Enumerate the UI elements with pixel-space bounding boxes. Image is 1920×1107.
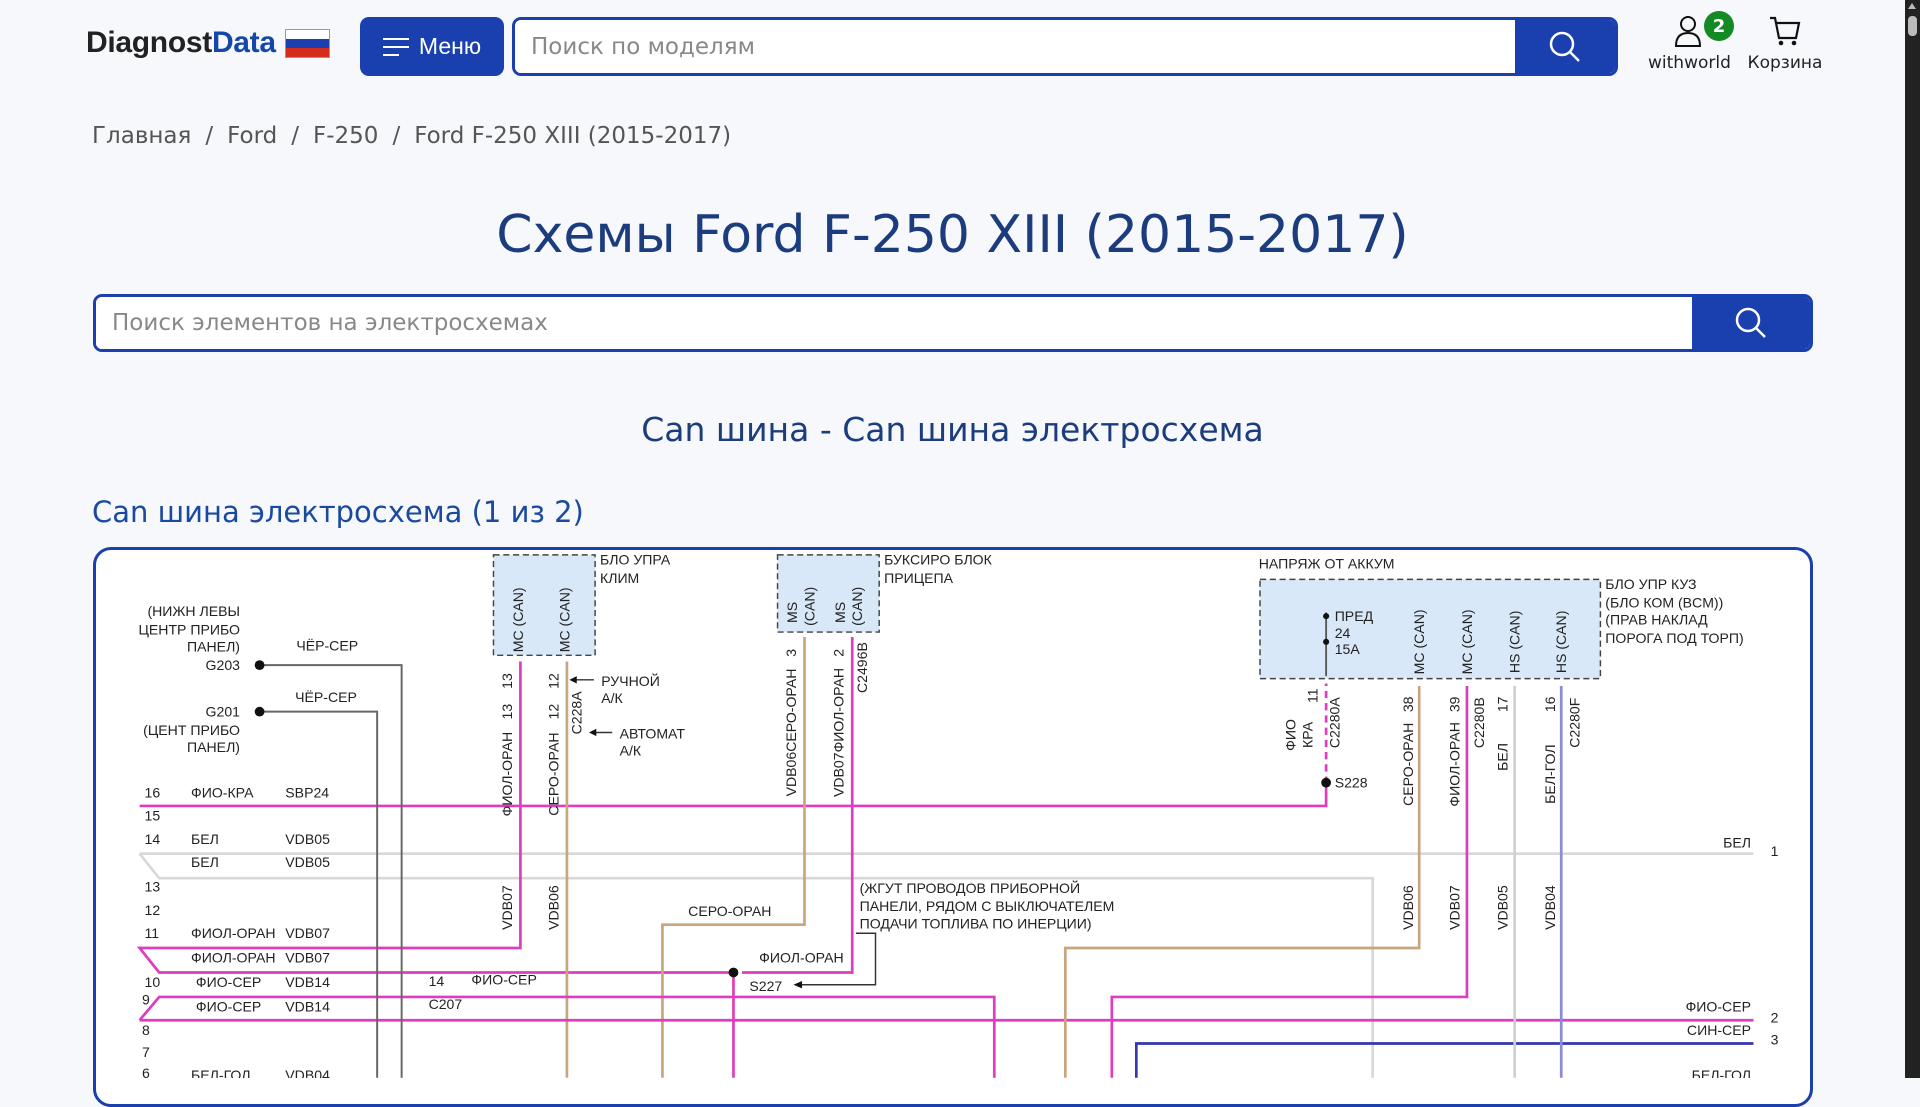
user-account[interactable]: withworld [1648, 14, 1731, 73]
user-icon [1674, 16, 1702, 47]
scroll-up-icon[interactable] [1908, 3, 1916, 9]
hamburger-icon [382, 37, 409, 56]
breadcrumb-separator: / [205, 123, 214, 149]
element-search-button[interactable] [1692, 297, 1810, 349]
breadcrumb-home[interactable]: Главная [92, 123, 192, 149]
menu-button[interactable]: Меню [360, 17, 504, 76]
search-icon [1735, 307, 1766, 338]
model-search [512, 17, 1618, 76]
scrollbar[interactable] [1905, 0, 1920, 1078]
breadcrumb-separator: / [291, 123, 299, 149]
breadcrumb-current[interactable]: Ford F-250 XIII (2015-2017) [414, 123, 732, 149]
search-icon [1549, 31, 1580, 62]
logo[interactable]: DiagnostData [86, 26, 276, 59]
model-search-button[interactable] [1515, 20, 1615, 73]
breadcrumb-ford[interactable]: Ford [227, 123, 278, 149]
page-title: Схемы Ford F-250 XIII (2015-2017) [496, 205, 1409, 265]
element-search [93, 294, 1813, 352]
cart[interactable]: Корзина [1740, 14, 1830, 73]
notification-badge: 2 [1704, 11, 1734, 41]
scrollbar-thumb[interactable] [1908, 16, 1917, 36]
breadcrumb: Главная / Ford / F-250 / Ford F-250 XIII (2… [92, 123, 731, 149]
russia-flag-icon [285, 29, 330, 58]
breadcrumb-f250[interactable]: F-250 [313, 123, 379, 149]
wiring-diagram-frame[interactable] [93, 547, 1813, 1107]
element-search-input[interactable] [96, 297, 1692, 349]
diagram-title[interactable]: Can шина электросхема (1 из 2) [92, 495, 584, 529]
breadcrumb-separator: / [392, 123, 401, 149]
cart-icon [1770, 16, 1801, 46]
section-title: Can шина - Can шина электросхема [641, 410, 1264, 449]
model-search-input[interactable] [515, 20, 1515, 73]
